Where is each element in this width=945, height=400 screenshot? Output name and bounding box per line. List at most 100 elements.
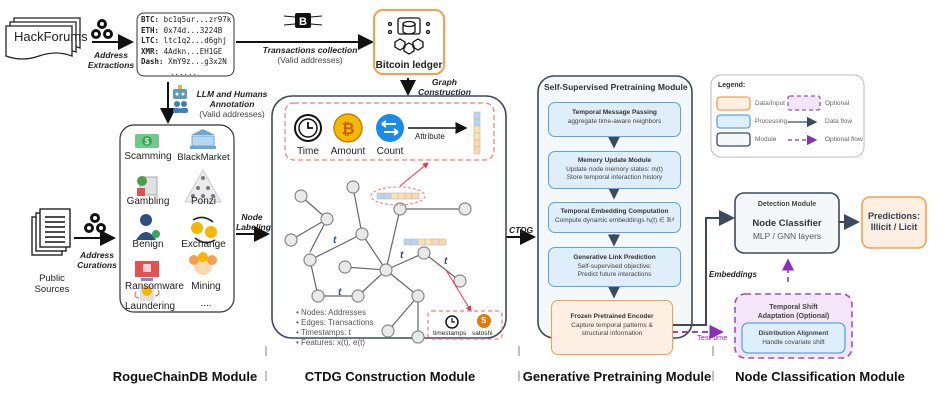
edge-time-label: t [333, 235, 337, 246]
hackforums-icon [5, 17, 81, 60]
module-title-classification: Node Classification Module [735, 369, 905, 384]
public-sources-label: Public Sources [34, 273, 70, 295]
scamming-icon: $ [135, 134, 159, 148]
ctdg-box [271, 95, 507, 339]
address-item: LTC: ltc1q2...d6ghj [141, 36, 227, 45]
category-scamming: Scamming [124, 151, 172, 162]
svg-text:$: $ [145, 137, 150, 146]
swap-icon [376, 114, 404, 142]
timestamps-label: timestamps [433, 330, 467, 337]
robot-icon [173, 85, 187, 99]
legend-data-input: Data/Input [755, 100, 785, 107]
clock-icon [294, 114, 322, 142]
satoshi-label: satoshi [472, 330, 493, 337]
attr-count-label: Count [376, 146, 404, 157]
gears-icon [84, 213, 106, 233]
category-laundering: Laundering [125, 301, 176, 312]
legend-data-flow: Data flow [825, 118, 853, 125]
ransomware-icon [135, 261, 159, 281]
ctdg-arrow-label: CTDG [509, 225, 534, 235]
bitcoin-ledger-label: Bitcoin ledger [375, 60, 443, 71]
graph-node [355, 227, 369, 241]
graph-node [453, 274, 467, 288]
mining-icon [189, 252, 217, 275]
legend-title: Legend: [718, 82, 746, 89]
svg-text:₿: ₿ [341, 120, 354, 138]
test-time-label: Test-time [697, 333, 728, 342]
gears-icon [91, 19, 113, 39]
edge-time-label: t [400, 250, 404, 261]
category-exchange: Exchange [181, 239, 226, 250]
attr-time-label: Time [297, 146, 319, 157]
module-title-roguechaindb: RogueChainDB Module [112, 369, 258, 384]
category-gambling: Gambling [126, 196, 170, 207]
attribute-label: Attribute [415, 132, 445, 141]
detection-module-header: Detection Module [757, 201, 817, 208]
address-item: ETH: 0x74d...3224B [141, 25, 223, 35]
graph-node [294, 189, 308, 203]
separators [265, 346, 714, 381]
transactions-label: Transactions collection (Valid addresses… [262, 45, 358, 65]
graph-node [393, 202, 407, 216]
graph-node [351, 289, 365, 303]
satoshi-glyph: S [481, 316, 487, 325]
legend-module: Module [755, 136, 777, 143]
category-ransomware: Ransomware [125, 281, 184, 292]
graph-node [311, 289, 325, 303]
graph-nodes [284, 180, 472, 344]
node-classifier-sub: MLP / GNN layers [752, 231, 822, 241]
module-title-ctdg: CTDG Construction Module [304, 369, 476, 384]
category-benign: Benign [132, 239, 164, 250]
address-list: BTC: bc1q5ur...zr97k ETH: 0x74d...3224B … [141, 15, 232, 77]
exchange-icon [191, 216, 217, 244]
graph-node [338, 260, 352, 274]
pretraining-title: Self-Supervised Pretraining Module [544, 82, 688, 92]
svg-text:B: B [299, 16, 307, 28]
graph-node [346, 180, 360, 194]
graph-node [458, 202, 472, 216]
blackmarket-icon [190, 129, 216, 149]
satoshi-coin-icon [477, 314, 491, 328]
bitcoin-ledger-box [373, 9, 445, 75]
address-item: XMR: 4Adkn...EH1GE [141, 46, 223, 56]
module-title-pretraining: Generative Pretraining Module [522, 369, 712, 384]
predictions-box [861, 196, 927, 249]
laundering-icon [134, 285, 160, 301]
category-mining: Mining [191, 281, 221, 292]
attr-amount-label: Amount [330, 146, 366, 157]
address-item: Dash: XmY9z...g3x2N [141, 57, 227, 66]
category-ponzi: Ponzi [190, 196, 216, 207]
embeddings-label: Embeddings [709, 270, 758, 279]
graph-node [411, 330, 425, 344]
database-icon [387, 17, 431, 55]
legend-optional-flow: Optional flow [825, 136, 863, 143]
address-item: BTC: bc1q5ur...zr97k [141, 15, 232, 24]
legend-processing: Processing [755, 118, 788, 125]
category-more: .... [200, 298, 212, 309]
attribute-vector [473, 111, 481, 155]
legend-optional: Optional [825, 100, 850, 107]
graph-node [303, 253, 317, 267]
edge-feature-vector [403, 238, 447, 246]
users-icon [173, 101, 188, 113]
benign-icon [136, 214, 160, 240]
ponzi-icon [184, 168, 222, 203]
blockchain-b-icon: B [283, 13, 323, 28]
graph-node [381, 324, 395, 338]
timestamp-clock-icon [445, 315, 459, 329]
hackforums-label: HackForums [14, 29, 88, 44]
node-classifier-title: Node Classifier [752, 218, 822, 229]
edge-time-label: t [444, 256, 448, 267]
edge-time-label: t [338, 287, 342, 298]
bitcoin-icon: ₿ [333, 113, 363, 143]
category-blackmarket: BlackMarket [177, 152, 230, 163]
